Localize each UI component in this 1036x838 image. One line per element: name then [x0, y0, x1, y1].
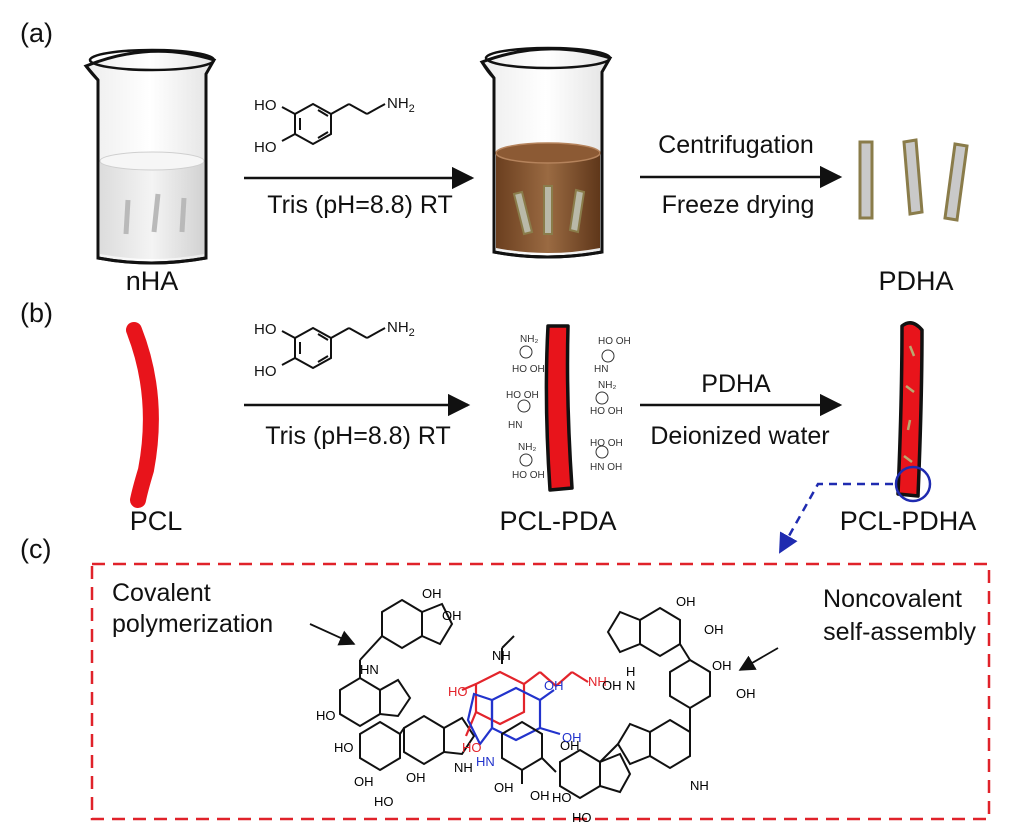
- svg-text:HO OH: HO OH: [512, 364, 545, 375]
- svg-text:HO: HO: [552, 790, 572, 805]
- pcl-label: PCL: [130, 506, 183, 536]
- svg-text:H: H: [626, 664, 635, 679]
- svg-text:NH: NH: [492, 648, 511, 663]
- zoom-circle: [894, 465, 932, 503]
- arrow-a2-condition-below: Freeze drying: [662, 191, 815, 219]
- svg-text:N: N: [626, 678, 635, 693]
- dopamine-ho-bottom-b: HO: [254, 363, 277, 380]
- svg-text:HO OH: HO OH: [506, 390, 539, 401]
- svg-text:HO OH: HO OH: [512, 470, 545, 481]
- svg-text:HN: HN: [508, 420, 522, 431]
- svg-text:NH: NH: [588, 674, 607, 689]
- svg-text:OH: OH: [712, 658, 732, 673]
- dopamine-structure-b: [281, 326, 386, 370]
- dopamine-nh2-b: NH2: [387, 319, 415, 339]
- arrow-b2-condition-above: PDHA: [701, 370, 771, 398]
- svg-text:OH: OH: [602, 678, 622, 693]
- svg-text:OH: OH: [676, 594, 696, 609]
- svg-text:OH: OH: [494, 780, 514, 795]
- panel-c-label: (c): [20, 534, 51, 564]
- arrow-b2-condition-below: Deionized water: [650, 422, 829, 450]
- svg-text:NH₂: NH₂: [520, 334, 538, 345]
- pda-structure-right: [559, 606, 711, 800]
- pcl-pdha-fiber: [896, 321, 924, 498]
- detail-dashed-box: [90, 562, 991, 821]
- svg-text:OH: OH: [736, 686, 756, 701]
- svg-text:NH₂: NH₂: [598, 380, 616, 391]
- svg-text:HO: HO: [572, 810, 592, 825]
- svg-text:HO: HO: [462, 740, 482, 755]
- svg-text:OH: OH: [560, 738, 580, 753]
- svg-text:HO OH: HO OH: [590, 406, 623, 417]
- small-dopamine-labels: NH₂ HO OH HO OH HN HO OH HN NH₂ HO OH NH…: [506, 334, 631, 481]
- beaker-pda-solution: [479, 46, 613, 259]
- svg-text:HN: HN: [360, 662, 379, 677]
- dopamine-ho-top-a: HO: [254, 97, 277, 114]
- noncovalent-label-line1: Noncovalent: [823, 585, 962, 613]
- svg-text:OH: OH: [704, 622, 724, 637]
- svg-text:NH₂: NH₂: [518, 442, 536, 453]
- svg-text:OH: OH: [406, 770, 426, 785]
- nha-label: nHA: [126, 266, 179, 296]
- dopamine-ho-top-b: HO: [254, 321, 277, 338]
- pdha-rods: [858, 138, 969, 222]
- small-dopamine-molecules: [517, 345, 615, 467]
- svg-text:HN: HN: [594, 364, 608, 375]
- svg-text:HN: HN: [476, 754, 495, 769]
- panel-a-label: (a): [20, 18, 53, 48]
- svg-text:OH: OH: [354, 774, 374, 789]
- arrow-b1-condition: Tris (pH=8.8) RT: [265, 422, 450, 450]
- pcl-pda-fiber: [544, 324, 574, 492]
- svg-text:HO: HO: [374, 794, 394, 809]
- svg-text:HO OH: HO OH: [590, 438, 623, 449]
- svg-text:NH: NH: [690, 778, 709, 793]
- svg-text:HO: HO: [448, 684, 468, 699]
- pda-structure-left: [339, 598, 476, 772]
- blue-indole-ring: [466, 686, 561, 747]
- svg-text:HO: HO: [316, 708, 336, 723]
- svg-text:HN OH: HN OH: [590, 462, 622, 473]
- covalent-label-line1: Covalent: [112, 579, 211, 607]
- chem-labels: OH OH HN HO HO OH HO NH OH NH OH OH OH H…: [316, 586, 756, 825]
- covalent-label-line2: polymerization: [112, 610, 273, 638]
- panel-b-label: (b): [20, 298, 53, 328]
- dopamine-nh2-a: NH2: [387, 95, 415, 115]
- pcl-pda-label: PCL-PDA: [499, 506, 616, 536]
- svg-text:OH: OH: [562, 730, 582, 745]
- dopamine-ho-bottom-a: HO: [254, 139, 277, 156]
- beaker-nha: [83, 48, 217, 265]
- noncovalent-pointer-arrow: [738, 647, 779, 671]
- svg-text:HO OH: HO OH: [598, 336, 631, 347]
- svg-text:OH: OH: [544, 678, 564, 693]
- pcl-pdha-label: PCL-PDHA: [840, 506, 977, 536]
- pcl-fiber: [126, 322, 159, 508]
- red-dopamine-ring: [461, 670, 589, 737]
- svg-text:OH: OH: [530, 788, 550, 803]
- pdha-label: PDHA: [878, 266, 953, 296]
- noncovalent-label-line2: self-assembly: [823, 618, 976, 646]
- covalent-pointer-arrow: [309, 623, 356, 646]
- svg-text:NH: NH: [454, 760, 473, 775]
- dopamine-structure-a: [281, 102, 386, 146]
- svg-text:OH: OH: [422, 586, 442, 601]
- zoom-dashed-arrow: [778, 482, 893, 554]
- arrow-a2-condition-above: Centrifugation: [658, 131, 814, 159]
- arrow-a1-condition: Tris (pH=8.8) RT: [267, 191, 452, 219]
- svg-text:HO: HO: [334, 740, 354, 755]
- grey-center-ring: [501, 635, 557, 784]
- svg-text:OH: OH: [442, 608, 462, 623]
